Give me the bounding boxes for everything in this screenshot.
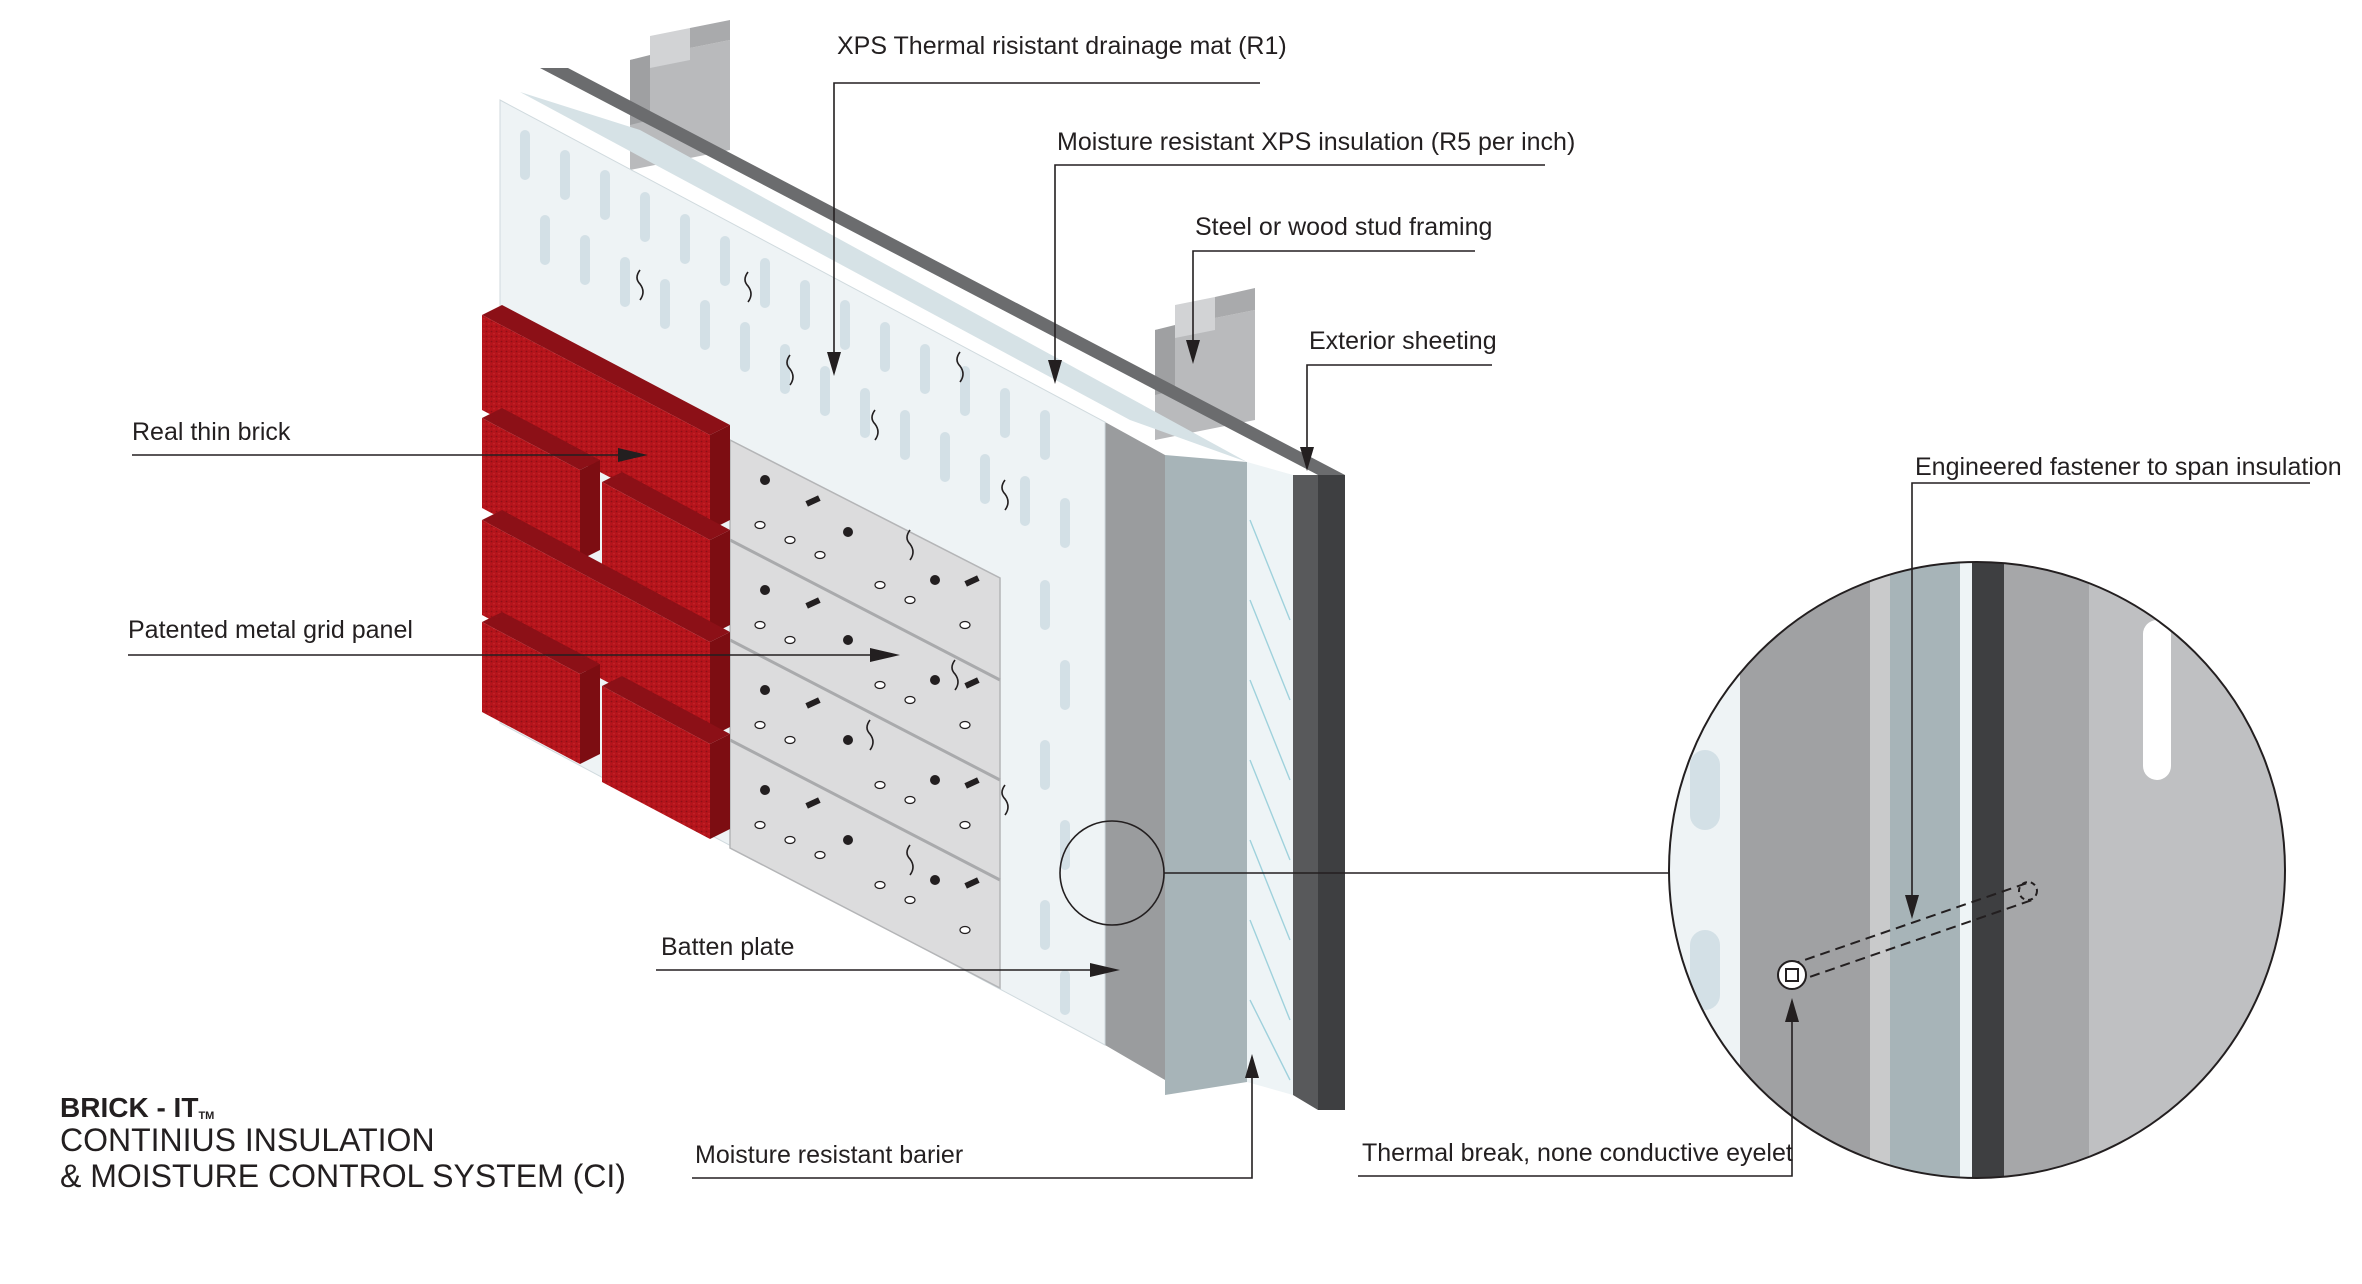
- title-line-1: CONTINIUS INSULATION: [60, 1122, 435, 1159]
- xps-insulation-board: [520, 92, 1247, 1095]
- label-moisture-barrier: Moisture resistant barier: [695, 1141, 963, 1169]
- fastener-detail-view: [1669, 562, 2285, 1178]
- brick-row-1: [482, 305, 730, 530]
- label-xps-insulation: Moisture resistant XPS insulation (R5 pe…: [1057, 128, 1575, 156]
- exterior-sheeting: [540, 68, 1345, 1110]
- label-exterior-sheeting: Exterior sheeting: [1309, 327, 1497, 355]
- trademark-mark: TM: [198, 1110, 215, 1122]
- title-block: BRICK - ITTM CONTINIUS INSULATION & MOIS…: [60, 1092, 626, 1195]
- label-stud-framing: Steel or wood stud framing: [1195, 213, 1492, 241]
- steel-stud-right: [1155, 288, 1255, 440]
- label-fastener: Engineered fastener to span insulation: [1915, 453, 2342, 481]
- brick-row-4: [482, 612, 730, 839]
- moisture-barrier-layer: [1247, 462, 1293, 1095]
- eyelet-icon: [1777, 960, 1807, 990]
- steel-stud-left: [630, 20, 730, 170]
- label-drainage-mat: XPS Thermal risistant drainage mat (R1): [837, 32, 1287, 60]
- brand-name: BRICK - ITTM: [60, 1092, 215, 1123]
- label-thin-brick: Real thin brick: [132, 418, 291, 446]
- metal-grid-panel: [729, 438, 1001, 990]
- label-grid-panel: Patented metal grid panel: [128, 616, 413, 644]
- brick-row-3: [482, 510, 730, 737]
- label-thermal-break: Thermal break, none conductive eyelet: [1362, 1139, 1793, 1167]
- thin-brick-courses: [482, 305, 730, 839]
- label-batten-plate: Batten plate: [661, 933, 794, 961]
- title-line-2: & MOISTURE CONTROL SYSTEM (CI): [60, 1158, 626, 1195]
- leader-lines: [128, 82, 2310, 1179]
